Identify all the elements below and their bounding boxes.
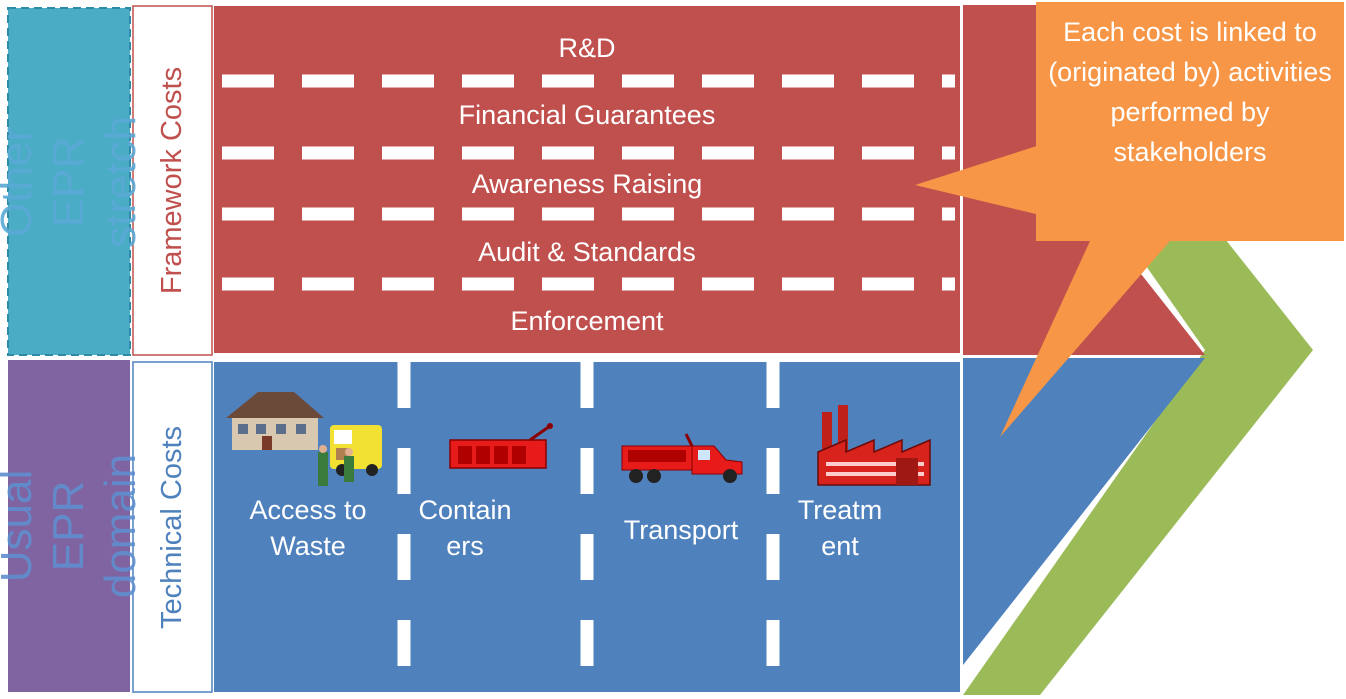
technical-item-transport: Transport bbox=[623, 515, 739, 545]
callout-text: Each cost is linked to (originated by) a… bbox=[1048, 17, 1332, 167]
technical-costs-label: Technical Costs bbox=[156, 425, 188, 629]
technical-costs-box bbox=[132, 361, 213, 693]
other-epr-stretch-text: Other EPR stretch bbox=[0, 115, 146, 248]
callout-box bbox=[1036, 2, 1344, 241]
other-epr-stretch-panel bbox=[7, 7, 131, 356]
dump-truck-icon bbox=[621, 433, 743, 483]
framework-costs-box bbox=[132, 5, 213, 356]
framework-item-awareness-raising: Awareness Raising bbox=[471, 169, 703, 199]
technical-item-containers: Containers bbox=[418, 495, 512, 561]
technical-column-separators bbox=[397, 362, 780, 692]
framework-item-audit-standards: Audit & Standards bbox=[478, 237, 696, 267]
framework-costs-block bbox=[214, 6, 960, 353]
technical-arrow-band bbox=[963, 358, 1205, 665]
callout-pointer-down bbox=[1000, 241, 1170, 437]
container-icon bbox=[449, 423, 553, 469]
technical-item-access-to-waste: Access to Waste bbox=[249, 495, 367, 561]
framework-costs-label: Framework Costs bbox=[156, 66, 189, 295]
technical-item-treatment: Treatment bbox=[797, 495, 883, 561]
callout-pointer-left bbox=[915, 145, 1040, 215]
framework-item-financial-guarantees: Financial Guarantees bbox=[458, 100, 716, 130]
framework-item-enforcement: Enforcement bbox=[510, 306, 664, 336]
factory-icon bbox=[817, 405, 931, 486]
framework-row-separators bbox=[222, 74, 955, 291]
house-and-delivery-icon bbox=[226, 392, 382, 486]
usual-epr-domain-panel bbox=[8, 360, 130, 692]
usual-epr-domain-text: Usual EPR domain bbox=[0, 453, 145, 599]
other-epr-stretch-label: Other EPR stretch bbox=[0, 8, 145, 355]
framework-item-rd: R&D bbox=[558, 33, 616, 63]
usual-epr-domain-label: Usual EPR domain bbox=[0, 360, 145, 692]
